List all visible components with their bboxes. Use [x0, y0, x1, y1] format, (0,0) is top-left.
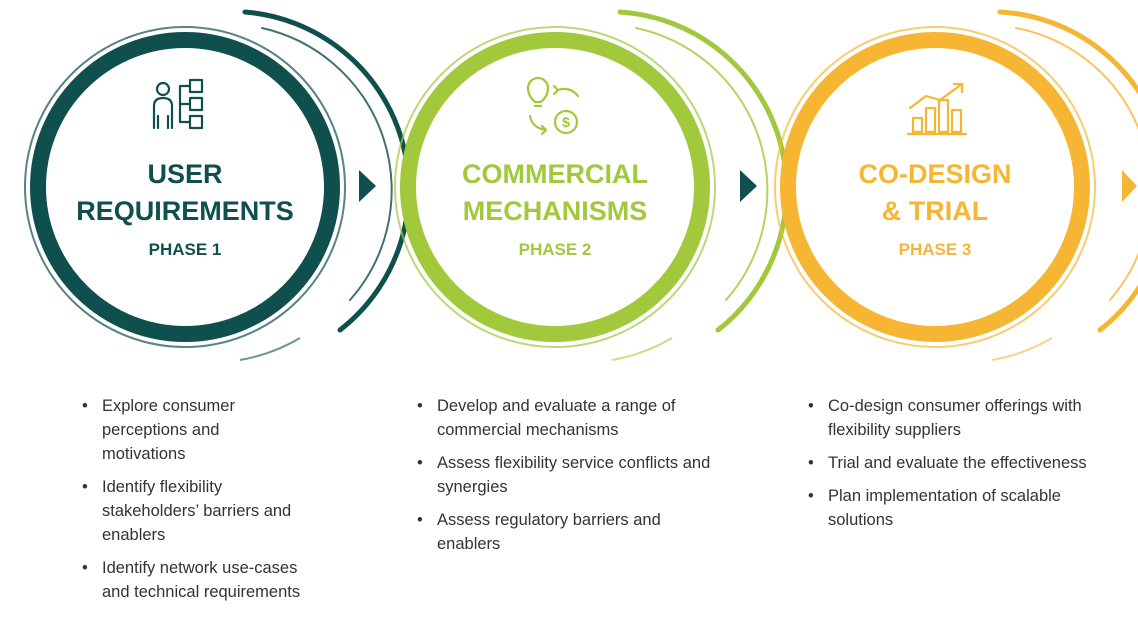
list-item: Plan implementation of scalable solution… [806, 484, 1106, 532]
phase-3-label: PHASE 3 [898, 240, 972, 259]
list-item: Assess flexibility service conflicts and… [415, 451, 715, 499]
list-item: Co-design consumer offerings with flexib… [806, 394, 1106, 442]
svg-text:$: $ [562, 114, 570, 130]
phase-1-label: PHASE 1 [148, 240, 222, 259]
arrow-phase-2-to-3 [740, 170, 757, 202]
user-hierarchy-icon [152, 78, 204, 130]
list-item: Identify flexibility stakeholders’ barri… [80, 475, 305, 547]
phase-1-text: USER REQUIREMENTS PHASE 1 [60, 156, 310, 260]
phase-1-title-line1: USER [147, 159, 223, 189]
growth-chart-icon [906, 82, 968, 136]
phase-3-title-line1: CO-DESIGN [858, 159, 1012, 189]
phase-3-circle [774, 9, 1138, 361]
idea-money-exchange-icon: $ [526, 76, 580, 136]
phase-2-circle [394, 9, 790, 361]
list-item: Assess regulatory barriers and enablers [415, 508, 715, 556]
phase-3-bullets: Co-design consumer offerings with flexib… [806, 394, 1106, 541]
phase-2-bullets: Develop and evaluate a range of commerci… [415, 394, 715, 565]
list-item: Trial and evaluate the effectiveness [806, 451, 1106, 475]
phase-2-title-line1: COMMERCIAL [462, 159, 648, 189]
list-item: Explore consumer perceptions and motivat… [80, 394, 305, 466]
phase-1-circle [24, 9, 412, 361]
phase-1-bullets: Explore consumer perceptions and motivat… [80, 394, 305, 613]
phase-1-title-line2: REQUIREMENTS [76, 196, 294, 226]
list-item: Identify network use-cases and technical… [80, 556, 305, 604]
phase-3-title-line2: & TRIAL [881, 196, 989, 226]
list-item: Develop and evaluate a range of commerci… [415, 394, 715, 442]
phase-2-label: PHASE 2 [518, 240, 592, 259]
arrow-phase-1-to-2 [359, 170, 376, 202]
arrow-phase-3-end [1122, 170, 1137, 202]
phase-3-text: CO-DESIGN & TRIAL PHASE 3 [810, 156, 1060, 260]
phase-2-text: COMMERCIAL MECHANISMS PHASE 2 [425, 156, 685, 260]
phase-2-title-line2: MECHANISMS [462, 196, 648, 226]
